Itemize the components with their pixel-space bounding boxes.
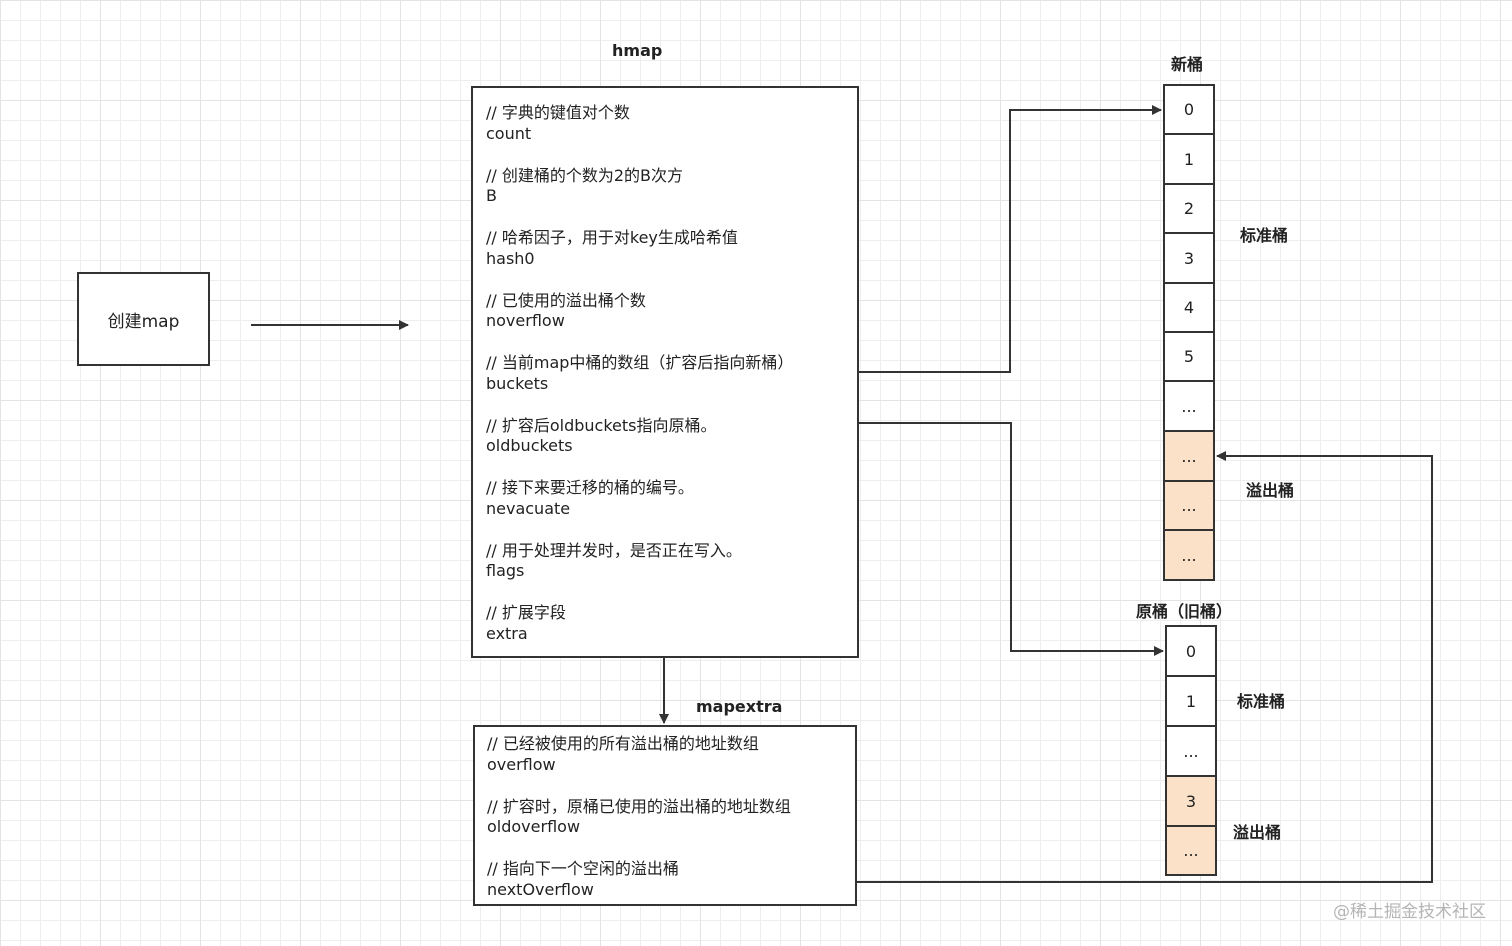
new-standard-label: 标准桶: [1240, 226, 1289, 245]
arrow-nextoverflow-to-overflow: [855, 451, 1433, 883]
old-bucket-cell: ...: [1165, 825, 1217, 876]
new-bucket-cell: ...: [1163, 480, 1215, 531]
new-bucket-cell: 1: [1163, 133, 1215, 185]
old-bucket-cell: 3: [1165, 775, 1217, 827]
old-overflow-label: 溢出桶: [1233, 823, 1282, 842]
old-buckets-title: 原桶（旧桶）: [1136, 602, 1233, 621]
new-bucket-cell: 0: [1163, 84, 1215, 135]
hmap-field: // 用于处理并发时，是否正在写入。flags: [486, 540, 742, 581]
hmap-field: // 扩容后oldbuckets指向原桶。oldbuckets: [486, 415, 717, 456]
mapextra-box: [473, 725, 857, 906]
hmap-field: // 当前map中桶的数组（扩容后指向新桶）buckets: [486, 353, 794, 393]
old-bucket-cell: 0: [1165, 625, 1217, 677]
hmap-box: [471, 86, 859, 658]
new-bucket-cell: ...: [1163, 380, 1215, 432]
hmap-field: // 接下来要迁移的桶的编号。nevacuate: [486, 478, 694, 518]
old-bucket-cell: ...: [1165, 725, 1217, 777]
new-bucket-cell: ...: [1163, 430, 1215, 482]
new-overflow-label: 溢出桶: [1246, 481, 1295, 500]
old-standard-label: 标准桶: [1237, 692, 1286, 711]
old-bucket-cell: 1: [1165, 675, 1217, 727]
arrow-buckets-to-new: [858, 105, 1162, 373]
create-map-box: 创建map: [77, 272, 210, 366]
new-bucket-cell: 3: [1163, 232, 1215, 284]
new-bucket-cell: 2: [1163, 183, 1215, 234]
new-bucket-cell: ...: [1163, 529, 1215, 581]
hmap-title: hmap: [612, 41, 663, 60]
new-bucket-cell: 5: [1163, 331, 1215, 382]
new-buckets-title: 新桶: [1171, 55, 1204, 74]
watermark: @稀土掘金技术社区: [1333, 902, 1486, 922]
mapextra-title: mapextra: [696, 697, 783, 716]
create-map-label: 创建map: [107, 311, 180, 332]
new-bucket-cell: 4: [1163, 282, 1215, 333]
arrow-oldbuckets-to-old: [858, 422, 1164, 656]
